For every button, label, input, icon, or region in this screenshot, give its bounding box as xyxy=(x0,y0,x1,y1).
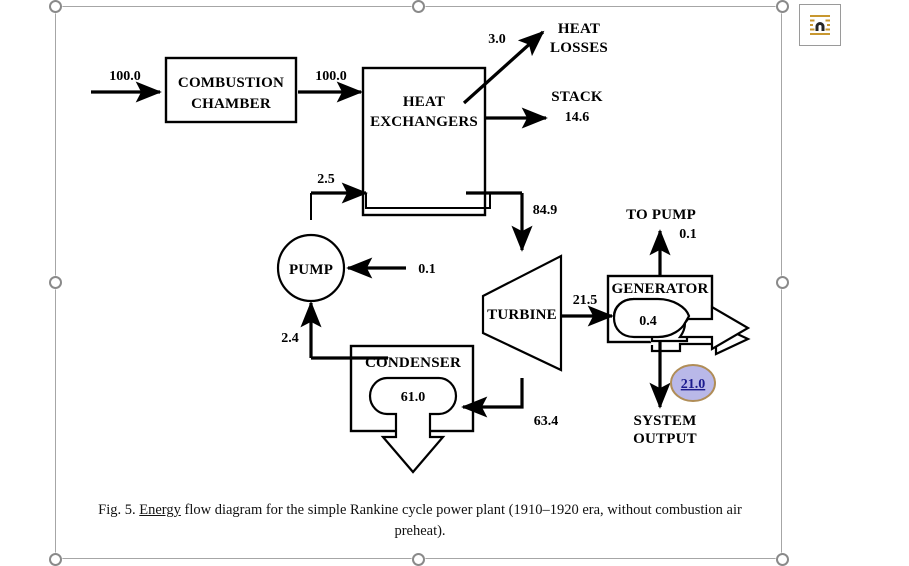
caption-prefix: Fig. 5. xyxy=(98,502,140,518)
heat-losses-arrow xyxy=(462,30,545,105)
combustion-chamber-box xyxy=(164,56,298,124)
caption-link-word[interactable]: Energy xyxy=(139,502,181,518)
exhaust-to-condenser-path xyxy=(461,378,524,418)
handle-top-right[interactable] xyxy=(776,0,789,13)
system-output-value[interactable]: 21.0 xyxy=(681,377,706,392)
to-pump-value: 0.1 xyxy=(679,227,697,242)
fuel-input-value: 100.0 xyxy=(109,69,141,84)
combustion-chamber-label-line1: COMBUSTION xyxy=(178,75,284,91)
figure-caption: Fig. 5. Energy flow diagram for the simp… xyxy=(90,500,750,542)
pump-label: PUMP xyxy=(289,262,333,278)
system-output-highlight-ellipse[interactable] xyxy=(670,364,716,402)
handle-bottom-left[interactable] xyxy=(49,553,62,566)
steam-to-turbine-value: 84.9 xyxy=(533,203,558,218)
turbine-shape xyxy=(481,254,563,372)
handle-top-middle[interactable] xyxy=(412,0,425,13)
handle-bottom-middle[interactable] xyxy=(412,553,425,566)
handle-bottom-right[interactable] xyxy=(776,553,789,566)
heat-exchangers-label-line2: EXCHANGERS xyxy=(370,114,478,130)
turbine-label: TURBINE xyxy=(487,307,557,323)
chamber-to-exchanger-value: 100.0 xyxy=(315,69,347,84)
caption-rest: flow diagram for the simple Rankine cycl… xyxy=(180,502,742,540)
generator-bulb-shape xyxy=(612,297,691,339)
feedwater-value: 2.5 xyxy=(317,172,335,187)
generator-output-hollow-arrow xyxy=(677,305,751,351)
stack-value: 14.6 xyxy=(565,110,590,125)
system-output-label-line1: SYSTEM xyxy=(634,413,697,429)
heat-losses-label-line1: HEAT xyxy=(558,21,600,37)
exchanger-internal-loop xyxy=(365,193,491,209)
pump-outlet-value: 2.4 xyxy=(281,331,299,346)
generator-label: GENERATOR xyxy=(611,281,708,297)
energy-flow-diagram[interactable]: COMBUSTION CHAMBER 100.0 100.0 HEAT EXCH… xyxy=(56,7,781,558)
handle-middle-left[interactable] xyxy=(49,276,62,289)
condenser-label: CONDENSER xyxy=(365,355,461,371)
pump-circle xyxy=(276,233,346,303)
layout-options-wrap-icon xyxy=(810,15,830,35)
generator-loss-value: 0.4 xyxy=(639,314,657,329)
handle-middle-right[interactable] xyxy=(776,276,789,289)
turbine-to-generator-value: 21.5 xyxy=(573,293,598,308)
combustion-chamber-label-line2: CHAMBER xyxy=(191,96,271,112)
condenser-loss-arrow-shape xyxy=(368,376,458,474)
handle-top-left[interactable] xyxy=(49,0,62,13)
heat-exchangers-label-line1: HEAT xyxy=(403,94,445,110)
heat-exchangers-box xyxy=(361,66,487,217)
condenser-loss-value: 61.0 xyxy=(401,390,426,405)
to-pump-label: TO PUMP xyxy=(626,207,696,223)
heat-losses-label-line2: LOSSES xyxy=(550,40,608,56)
pump-work-value: 0.1 xyxy=(418,262,436,277)
system-output-label-line2: OUTPUT xyxy=(633,431,697,447)
stack-label: STACK xyxy=(551,89,603,105)
heat-losses-value: 3.0 xyxy=(488,32,506,47)
layout-options-button[interactable] xyxy=(799,4,841,46)
exhaust-to-condenser-value: 63.4 xyxy=(534,414,559,429)
